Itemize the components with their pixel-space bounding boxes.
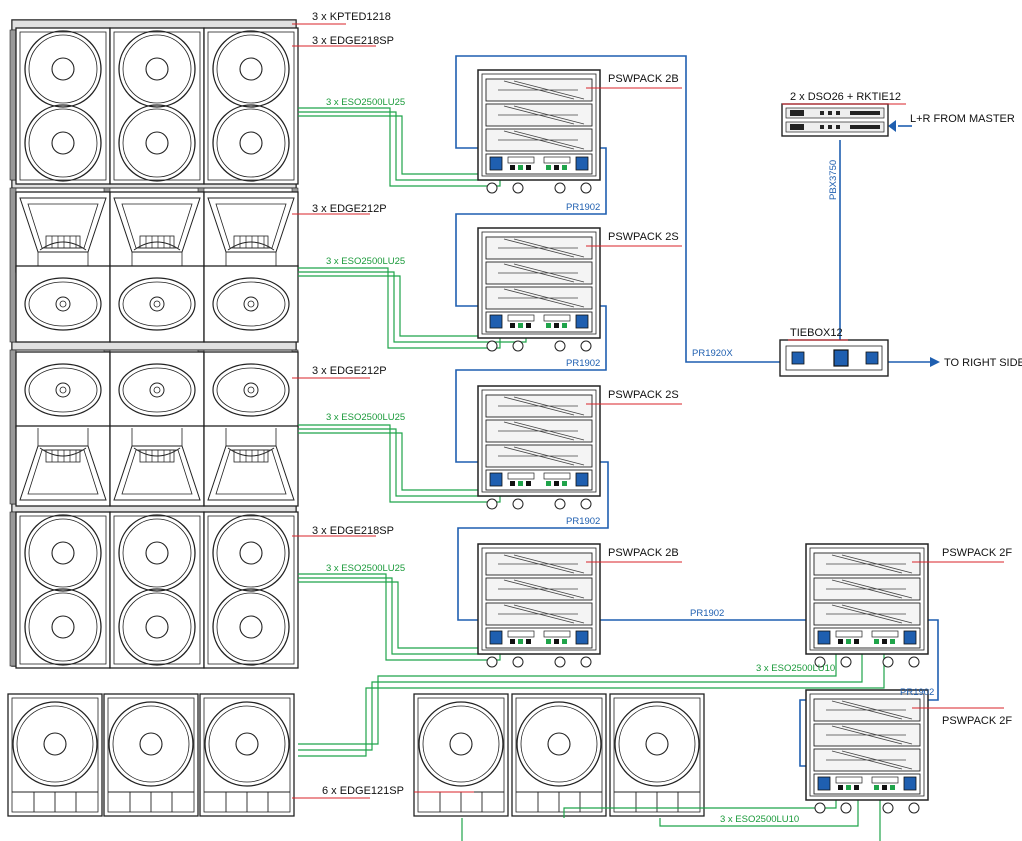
edge212p-b-mid-2: [110, 352, 204, 428]
edge121sp-1: [8, 694, 102, 816]
pswpack-3-label: PSWPACK 2S: [608, 389, 679, 401]
pr1920x-label: PR1920X: [692, 348, 733, 359]
pr1902-3-label: PR1902: [566, 516, 600, 527]
pswpack-5[interactable]: [806, 544, 928, 667]
pswpack-4[interactable]: [478, 544, 600, 667]
edge212p-a-horn-3: [204, 192, 298, 272]
dso-label: 2 x DSO26 + RKTIE12: [790, 91, 901, 103]
pswpack-2-label: PSWPACK 2S: [608, 231, 679, 243]
edge212p-b-mid-3: [204, 352, 298, 428]
pbx3750-label: PBX3750: [828, 160, 839, 200]
edge212p-b-label: 3 x EDGE212P: [312, 365, 387, 377]
edge218sp-top-3: [204, 28, 298, 184]
edge212p-a-horn-2: [110, 192, 204, 272]
edge121sp-4: [414, 694, 508, 816]
pswpack-1-label: PSWPACK 2B: [608, 73, 679, 85]
pswpack-6[interactable]: [806, 690, 928, 813]
edge212p-b-horn-1: [16, 426, 110, 506]
arrowheads: [888, 120, 940, 367]
edge218sp-bottom-label: 3 x EDGE218SP: [312, 525, 394, 537]
edge212p-b-mid-1: [16, 352, 110, 428]
edge212p-b-horn-2: [110, 426, 204, 506]
lr-from-master-label: L+R FROM MASTER: [910, 113, 1015, 125]
pswpack-5-label: PSWPACK 2F: [942, 547, 1012, 559]
edge212p-a-mid-2: [110, 266, 204, 342]
edge212p-a-mid-3: [204, 266, 298, 342]
edge218sp-top-1: [16, 28, 110, 184]
eso-cable-3-label: 3 x ESO2500LU25: [326, 412, 405, 423]
pswpack-2[interactable]: [478, 228, 600, 351]
edge121sp-label: 6 x EDGE121SP: [322, 785, 404, 797]
to-right-arrow-icon: [930, 357, 940, 367]
edge218sp-bottom-3: [204, 512, 298, 668]
edge212p-a-mid-1: [16, 266, 110, 342]
eso-cable-2-label: 3 x ESO2500LU25: [326, 256, 405, 267]
edge218sp-bottom-2: [110, 512, 204, 668]
edge121sp-3: [200, 694, 294, 816]
eso-cable-4-label: 3 x ESO2500LU25: [326, 563, 405, 574]
edge121sp-5: [512, 694, 606, 816]
pr1902-5-label: PR1902: [900, 687, 934, 698]
edge121sp-2: [104, 694, 198, 816]
edge121sp-6: [610, 694, 704, 816]
pswpack-1[interactable]: [478, 70, 600, 193]
edge212p-a-horn-1: [16, 192, 110, 272]
eso-lu10-b-label: 3 x ESO2500LU10: [720, 814, 799, 825]
pswpack-4-label: PSWPACK 2B: [608, 547, 679, 559]
pswpack-6-label: PSWPACK 2F: [942, 715, 1012, 727]
pr1902-2-label: PR1902: [566, 358, 600, 369]
edge212p-b-horn-3: [204, 426, 298, 506]
eso-lu10-a-label: 3 x ESO2500LU10: [756, 663, 835, 674]
edge218sp-top-label: 3 x EDGE218SP: [312, 35, 394, 47]
eso-cable-1-label: 3 x ESO2500LU25: [326, 97, 405, 108]
kpted-label: 3 x KPTED1218: [312, 11, 391, 23]
from-master-arrow-icon: [888, 120, 896, 132]
dso26-unit[interactable]: [782, 104, 888, 136]
tiebox-label: TIEBOX12: [790, 327, 843, 339]
pr1902-1-label: PR1902: [566, 202, 600, 213]
edge212p-a-label: 3 x EDGE212P: [312, 203, 387, 215]
to-right-side-label: TO RIGHT SIDE: [944, 357, 1022, 369]
pr1902-4-label: PR1902: [690, 608, 724, 619]
edge218sp-top-2: [110, 28, 204, 184]
pswpack-3[interactable]: [478, 386, 600, 509]
edge218sp-bottom-1: [16, 512, 110, 668]
tiebox12[interactable]: [780, 340, 888, 376]
line-array-stack: [10, 20, 298, 668]
